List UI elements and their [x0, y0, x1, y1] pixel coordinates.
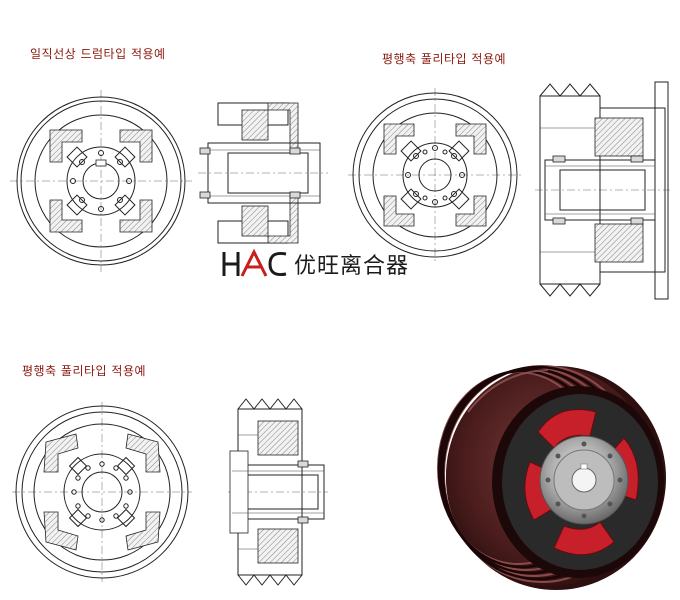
caption-drum-type: 일직선상 드럼타입 적용예 — [30, 47, 166, 61]
drum-clutch-front-view — [10, 90, 192, 272]
pulley-clutch-render — [437, 365, 666, 590]
caption-pulley-type-bottom: 평행축 풀리타입 적용예 — [22, 364, 147, 378]
pulley-clutch-section-view-bottom — [228, 398, 328, 586]
pulley-clutch-front-view-top — [348, 88, 522, 262]
hac-logo-icon — [222, 249, 287, 277]
pulley-clutch-front-view-bottom — [12, 402, 192, 582]
brand-logo: 优旺离合器 — [222, 248, 409, 280]
brand-name: 优旺离合器 — [294, 254, 410, 279]
caption-pulley-type-top: 평행축 풀리타입 적용예 — [382, 52, 507, 66]
drum-clutch-section-view — [198, 102, 328, 244]
pulley-clutch-section-view-top — [535, 81, 670, 300]
